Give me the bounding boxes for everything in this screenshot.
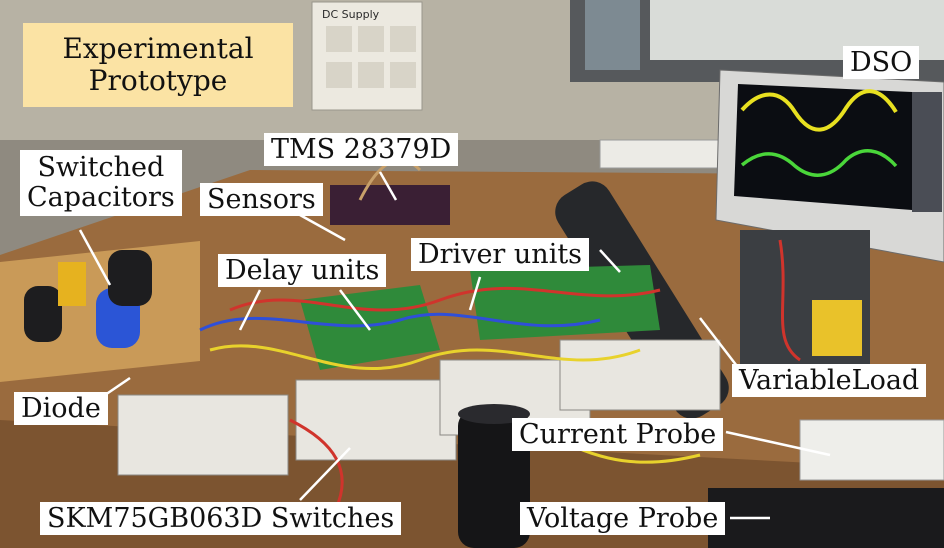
title-line-2: Prototype [88, 64, 228, 97]
label-delay-units: Delay units [218, 254, 387, 287]
current-probe-body [799, 419, 944, 481]
power-strip [599, 139, 731, 169]
skm-module-2 [295, 379, 457, 461]
label-current-probe: Current Probe [512, 418, 724, 451]
label-voltage-probe: Voltage Probe [520, 502, 726, 535]
scope-side-panel [912, 92, 942, 212]
yellow-connector [812, 300, 862, 356]
capacitor-black-2 [108, 250, 152, 306]
title-line-1: Experimental [62, 31, 254, 65]
label-skm-switches: SKM75GB063D Switches [40, 502, 402, 535]
window-glass [585, 0, 640, 70]
inductor-yellow [58, 262, 86, 306]
skm-module-4 [559, 339, 721, 411]
label-variable-load: VariableLoad [732, 364, 927, 397]
label-switched-line-1: Switched [37, 152, 165, 183]
label-tms-28379d: TMS 28379D [264, 133, 459, 166]
green-pcb-driver [470, 265, 660, 340]
label-switched-line-2: Capacitors [27, 182, 175, 214]
dc-supply-board [311, 1, 423, 111]
scope-trace-yellow [740, 89, 898, 132]
label-diode: Diode [14, 392, 108, 425]
label-dso: DSO [843, 46, 920, 79]
title-box: Experimental Prototype [23, 23, 293, 107]
scope-trace-green [740, 149, 898, 177]
label-switched-capacitors: Switched Capacitors [20, 150, 182, 217]
skm-module-1 [117, 394, 289, 476]
label-driver-units: Driver units [411, 238, 590, 271]
capacitor-black-1 [24, 286, 62, 342]
voltage-probe-body [708, 488, 944, 548]
dc-supply-text: DC Supply [322, 8, 380, 21]
microcontroller-board [330, 185, 450, 225]
oscilloscope-screen [734, 84, 912, 210]
label-sensors: Sensors [200, 183, 323, 216]
